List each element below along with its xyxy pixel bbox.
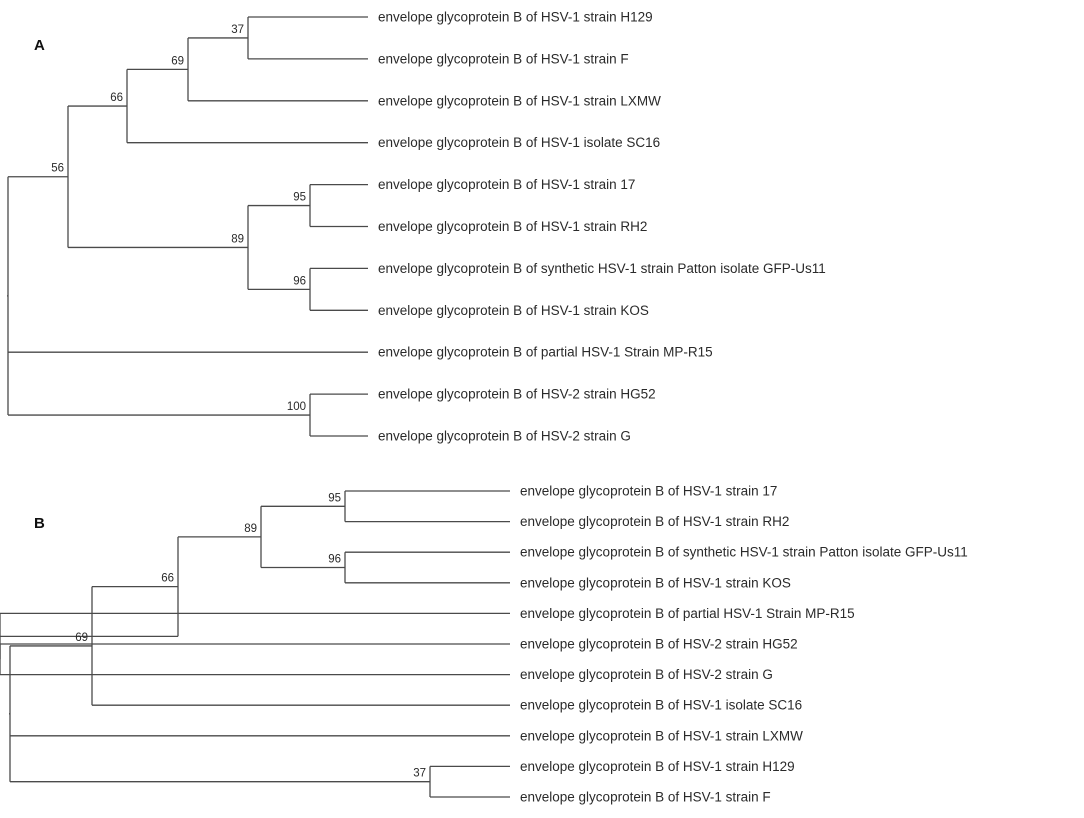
bootstrap-value: 66 [110, 92, 123, 104]
bootstrap-value: 89 [231, 233, 244, 245]
bootstrap-value: 89 [244, 523, 257, 535]
leaf-label: envelope glycoprotein B of HSV-1 strain … [378, 177, 635, 192]
leaf-label: envelope glycoprotein B of HSV-1 strain … [520, 728, 803, 743]
leaf-label: envelope glycoprotein B of partial HSV-1… [378, 345, 713, 360]
leaf-label: envelope glycoprotein B of HSV-1 strain … [378, 51, 629, 66]
leaf-label: envelope glycoprotein B of HSV-2 strain … [520, 667, 773, 682]
leaf-label: envelope glycoprotein B of HSV-1 strain … [378, 219, 647, 234]
leaf-label: envelope glycoprotein B of HSV-1 isolate… [378, 135, 660, 150]
leaf-label: envelope glycoprotein B of HSV-2 strain … [378, 387, 656, 402]
panel-a-tree: A envelope glycoprotein B of HSV-1 strai… [7, 10, 826, 444]
leaf-label: envelope glycoprotein B of HSV-1 strain … [378, 10, 653, 25]
leaf-label: envelope glycoprotein B of HSV-2 strain … [520, 637, 798, 652]
leaf-label: envelope glycoprotein B of partial HSV-1… [520, 606, 855, 621]
bootstrap-value: 96 [328, 554, 341, 566]
bootstrap-value: 95 [328, 492, 341, 504]
bootstrap-value: 100 [287, 401, 306, 413]
leaf-label: envelope glycoprotein B of HSV-1 isolate… [520, 698, 802, 713]
leaf-label: envelope glycoprotein B of HSV-1 strain … [520, 484, 777, 499]
leaf-label: envelope glycoprotein B of synthetic HSV… [378, 261, 826, 276]
bootstrap-value: 95 [293, 192, 306, 204]
panel-a-label: A [34, 37, 45, 54]
panel-b-tree: B envelope glycoprotein B of HSV-1 strai… [0, 484, 968, 805]
bootstrap-value: 69 [75, 632, 88, 644]
bootstrap-value: 69 [171, 55, 184, 67]
leaf-label: envelope glycoprotein B of HSV-2 strain … [378, 429, 631, 444]
bootstrap-value: 96 [293, 275, 306, 287]
leaf-label: envelope glycoprotein B of HSV-1 strain … [520, 790, 771, 805]
leaf-label: envelope glycoprotein B of HSV-1 strain … [520, 759, 795, 774]
bootstrap-value: 56 [51, 163, 64, 175]
bootstrap-value: 37 [413, 768, 426, 780]
panel-b-label: B [34, 515, 45, 532]
leaf-label: envelope glycoprotein B of HSV-1 strain … [378, 303, 649, 318]
bootstrap-value: 37 [231, 24, 244, 36]
leaf-label: envelope glycoprotein B of synthetic HSV… [520, 545, 968, 560]
bootstrap-value: 66 [161, 573, 174, 585]
leaf-label: envelope glycoprotein B of HSV-1 strain … [520, 575, 791, 590]
leaf-label: envelope glycoprotein B of HSV-1 strain … [520, 514, 789, 529]
leaf-label: envelope glycoprotein B of HSV-1 strain … [378, 93, 661, 108]
